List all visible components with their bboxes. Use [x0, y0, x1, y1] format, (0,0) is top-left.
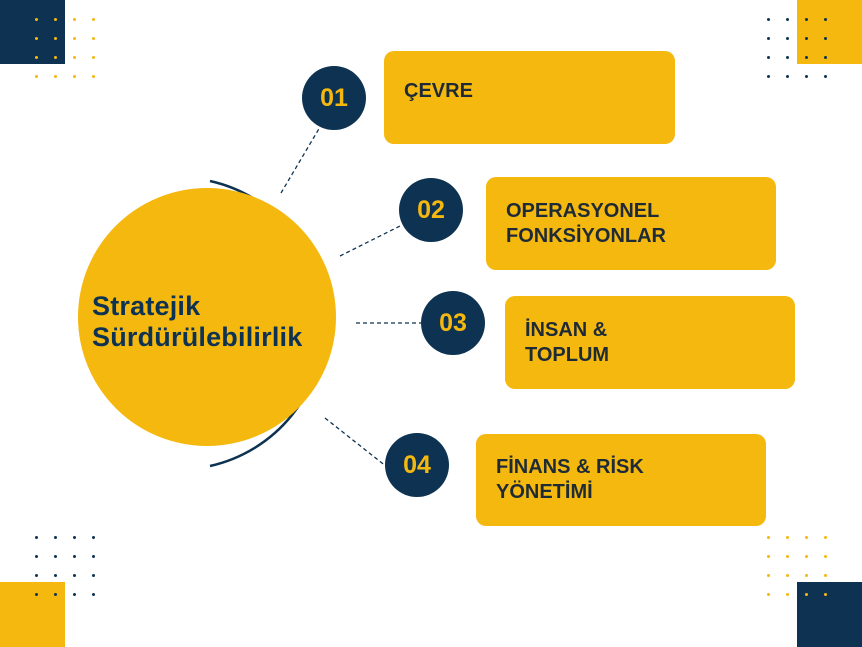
decor-dot [54, 536, 57, 539]
decor-dot [35, 75, 38, 78]
step-box-insan-toplum: İNSAN & TOPLUM [505, 296, 795, 389]
connector-02 [339, 224, 403, 257]
decor-dot [35, 18, 38, 21]
dot-pattern-bottom-left [35, 536, 95, 596]
decor-dot [92, 574, 95, 577]
decor-dot [35, 555, 38, 558]
decor-dot [824, 536, 827, 539]
decor-dot [767, 56, 770, 59]
decor-dot [54, 593, 57, 596]
step-02-label-line-2: FONKSİYONLAR [506, 224, 666, 247]
decor-dot [92, 593, 95, 596]
decor-dot [92, 555, 95, 558]
decor-dot [805, 37, 808, 40]
step-01-label: ÇEVRE [404, 80, 473, 102]
decor-dot [786, 37, 789, 40]
decor-dot [786, 18, 789, 21]
decor-dot [805, 536, 808, 539]
decor-dot [786, 574, 789, 577]
decor-dot [35, 593, 38, 596]
decor-dot [92, 75, 95, 78]
decor-dot [824, 574, 827, 577]
connector-01 [280, 126, 321, 194]
decor-dot [767, 18, 770, 21]
step-number-03: 03 [421, 291, 485, 355]
decor-dot [805, 593, 808, 596]
decor-dot [824, 593, 827, 596]
dot-pattern-top-left [35, 18, 95, 78]
step-box-finans-risk-yonetimi: FİNANS & RİSK YÖNETİMİ [476, 434, 766, 526]
center-title-line-2: Sürdürülebilirlik [92, 322, 303, 352]
decor-dot [73, 574, 76, 577]
decor-dot [54, 574, 57, 577]
decor-dot [92, 536, 95, 539]
decor-dot [73, 75, 76, 78]
step-number-02: 02 [399, 178, 463, 242]
decor-dot [35, 536, 38, 539]
decor-dot [73, 18, 76, 21]
step-box-operasyonel-fonksiyonlar: OPERASYONEL FONKSİYONLAR [486, 177, 776, 270]
decor-dot [805, 75, 808, 78]
decor-dot [92, 18, 95, 21]
decor-dot [73, 37, 76, 40]
step-03-label-line-2: TOPLUM [525, 343, 610, 366]
decor-dot [767, 555, 770, 558]
decor-dot [73, 56, 76, 59]
step-number-04: 04 [385, 433, 449, 497]
step-04-label-line-2: YÖNETİMİ [496, 481, 593, 503]
decor-dot [824, 75, 827, 78]
decor-dot [73, 555, 76, 558]
decor-dot [805, 555, 808, 558]
decor-dot [786, 56, 789, 59]
decor-dot [824, 56, 827, 59]
dot-pattern-bottom-right [767, 536, 827, 596]
decor-dot [824, 18, 827, 21]
decor-dot [35, 37, 38, 40]
decor-dot [805, 56, 808, 59]
decor-dot [54, 75, 57, 78]
decor-dot [92, 37, 95, 40]
decor-dot [54, 37, 57, 40]
step-03-label-line-1: İNSAN & [525, 318, 608, 341]
decor-dot [73, 593, 76, 596]
decor-dot [92, 56, 95, 59]
decor-dot [54, 56, 57, 59]
step-04-label-line-1: FİNANS & RİSK [496, 456, 644, 478]
center-circle [78, 188, 336, 446]
decor-dot [767, 593, 770, 596]
dot-pattern-top-right [767, 18, 827, 78]
decor-dot [73, 536, 76, 539]
decor-dot [786, 536, 789, 539]
decor-dot [54, 555, 57, 558]
decor-dot [35, 56, 38, 59]
decor-dot [805, 574, 808, 577]
decor-dot [767, 536, 770, 539]
decor-dot [35, 574, 38, 577]
step-number-01: 01 [302, 66, 366, 130]
step-02-label-line-1: OPERASYONEL [506, 199, 660, 222]
center-title-line-1: Stratejik [92, 291, 201, 321]
decor-dot [767, 75, 770, 78]
decor-dot [786, 593, 789, 596]
corner-block-top-right [797, 0, 862, 64]
decor-dot [824, 555, 827, 558]
decor-dot [786, 555, 789, 558]
corner-block-bottom-right [797, 582, 862, 647]
decor-dot [767, 574, 770, 577]
decor-dot [767, 37, 770, 40]
decor-dot [805, 18, 808, 21]
decor-dot [54, 18, 57, 21]
corner-block-bottom-left [0, 582, 65, 647]
step-box-cevre: ÇEVRE [384, 51, 675, 144]
center-title: Stratejik Sürdürülebilirlik [92, 291, 302, 353]
corner-block-top-left [0, 0, 65, 64]
decor-dot [824, 37, 827, 40]
connector-04 [324, 417, 388, 468]
decor-dot [786, 75, 789, 78]
